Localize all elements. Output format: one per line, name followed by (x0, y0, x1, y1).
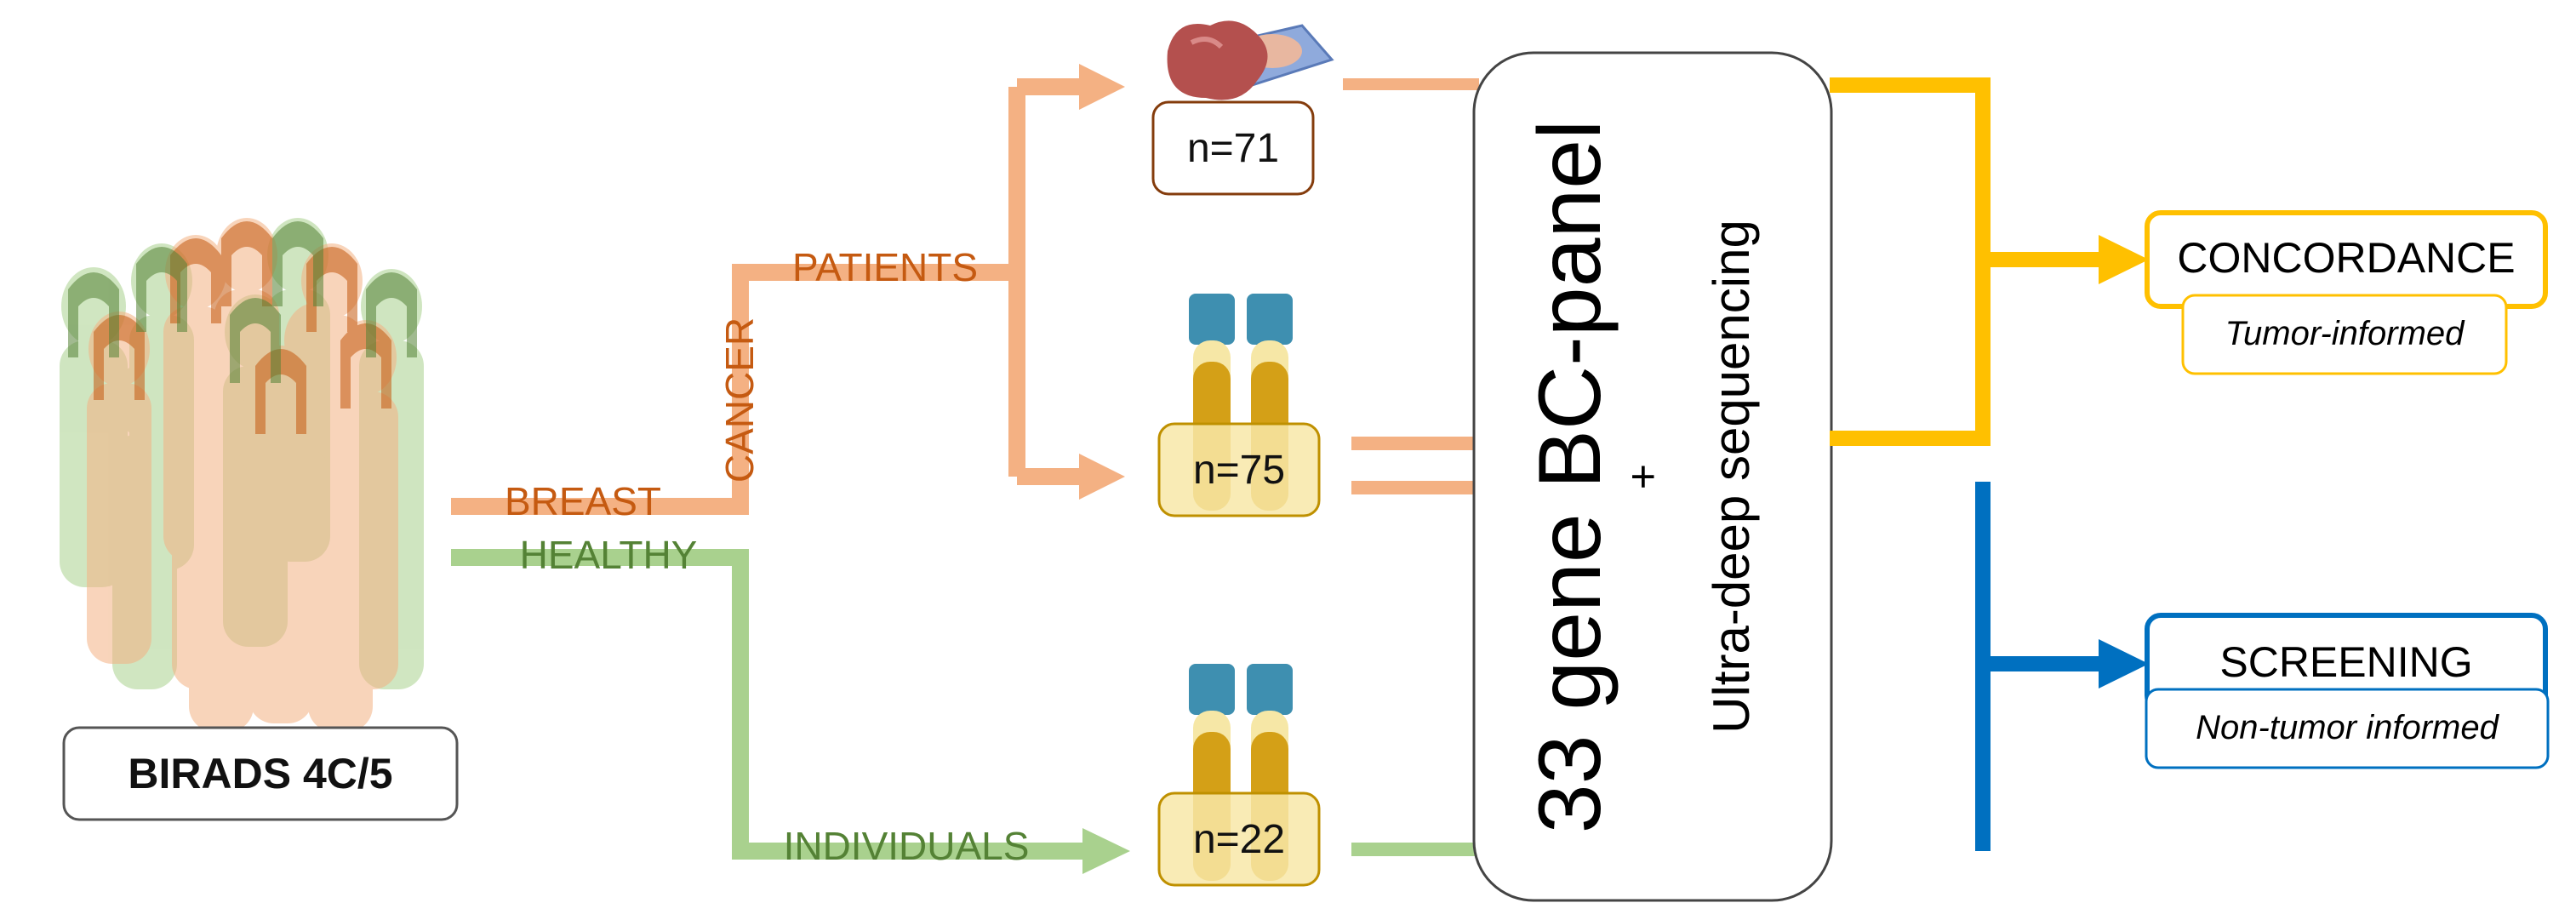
tumor-informed-box: Tumor-informed (2181, 294, 2508, 375)
birads-label: BIRADS 4C/5 (128, 750, 392, 797)
healthy-plasma-n-label: n=22 (1193, 817, 1285, 862)
arrow-to-concordance (2099, 235, 2149, 284)
sequencing-subtitle: Ultra-deep sequencing (1703, 220, 1760, 734)
arrow-to-healthy-plasma (1082, 828, 1130, 874)
healthy-branch-connector (451, 549, 1085, 860)
concordance-connector (1830, 77, 2102, 446)
birads-box: BIRADS 4C/5 (62, 726, 459, 821)
patient-plasma-n-box: n=75 (1157, 422, 1321, 517)
tissue-n-box: n=71 (1151, 100, 1315, 196)
cancer-branch-connector (451, 78, 1081, 515)
non-tumor-informed-box: Non-tumor informed (2145, 688, 2550, 769)
cancer-label: CANCER (717, 317, 762, 483)
sequencing-panel-box: 33 gene BC-panel + Ultra-deep sequencing (1472, 51, 1833, 902)
samples-to-panel-connectors (1343, 78, 1479, 856)
breast-label: BREAST (505, 479, 661, 523)
concordance-label: CONCORDANCE (2177, 234, 2515, 282)
screening-box: SCREENING (2145, 613, 2548, 711)
panel-plus: + (1619, 464, 1668, 489)
arrow-to-screening (2099, 639, 2149, 689)
screening-connector (1830, 482, 2102, 852)
patients-label: PATIENTS (792, 245, 978, 289)
non-tumor-informed-label: Non-tumor informed (2196, 709, 2499, 746)
patient-plasma-n-label: n=75 (1193, 448, 1285, 493)
tumor-informed-label: Tumor-informed (2225, 315, 2466, 352)
screening-label: SCREENING (2219, 638, 2472, 686)
women-crowd-illustration (60, 218, 424, 732)
arrow-to-tissue (1079, 64, 1125, 110)
individuals-label: INDIVIDUALS (784, 824, 1030, 868)
arrow-to-patient-plasma (1079, 454, 1125, 500)
healthy-label: HEALTHY (520, 533, 698, 577)
panel-title: 33 gene BC-panel (1521, 120, 1619, 833)
concordance-box: CONCORDANCE (2145, 210, 2548, 309)
healthy-plasma-n-box: n=22 (1157, 791, 1321, 887)
tissue-slide-icon (1167, 20, 1334, 100)
tissue-n-label: n=71 (1187, 126, 1279, 171)
